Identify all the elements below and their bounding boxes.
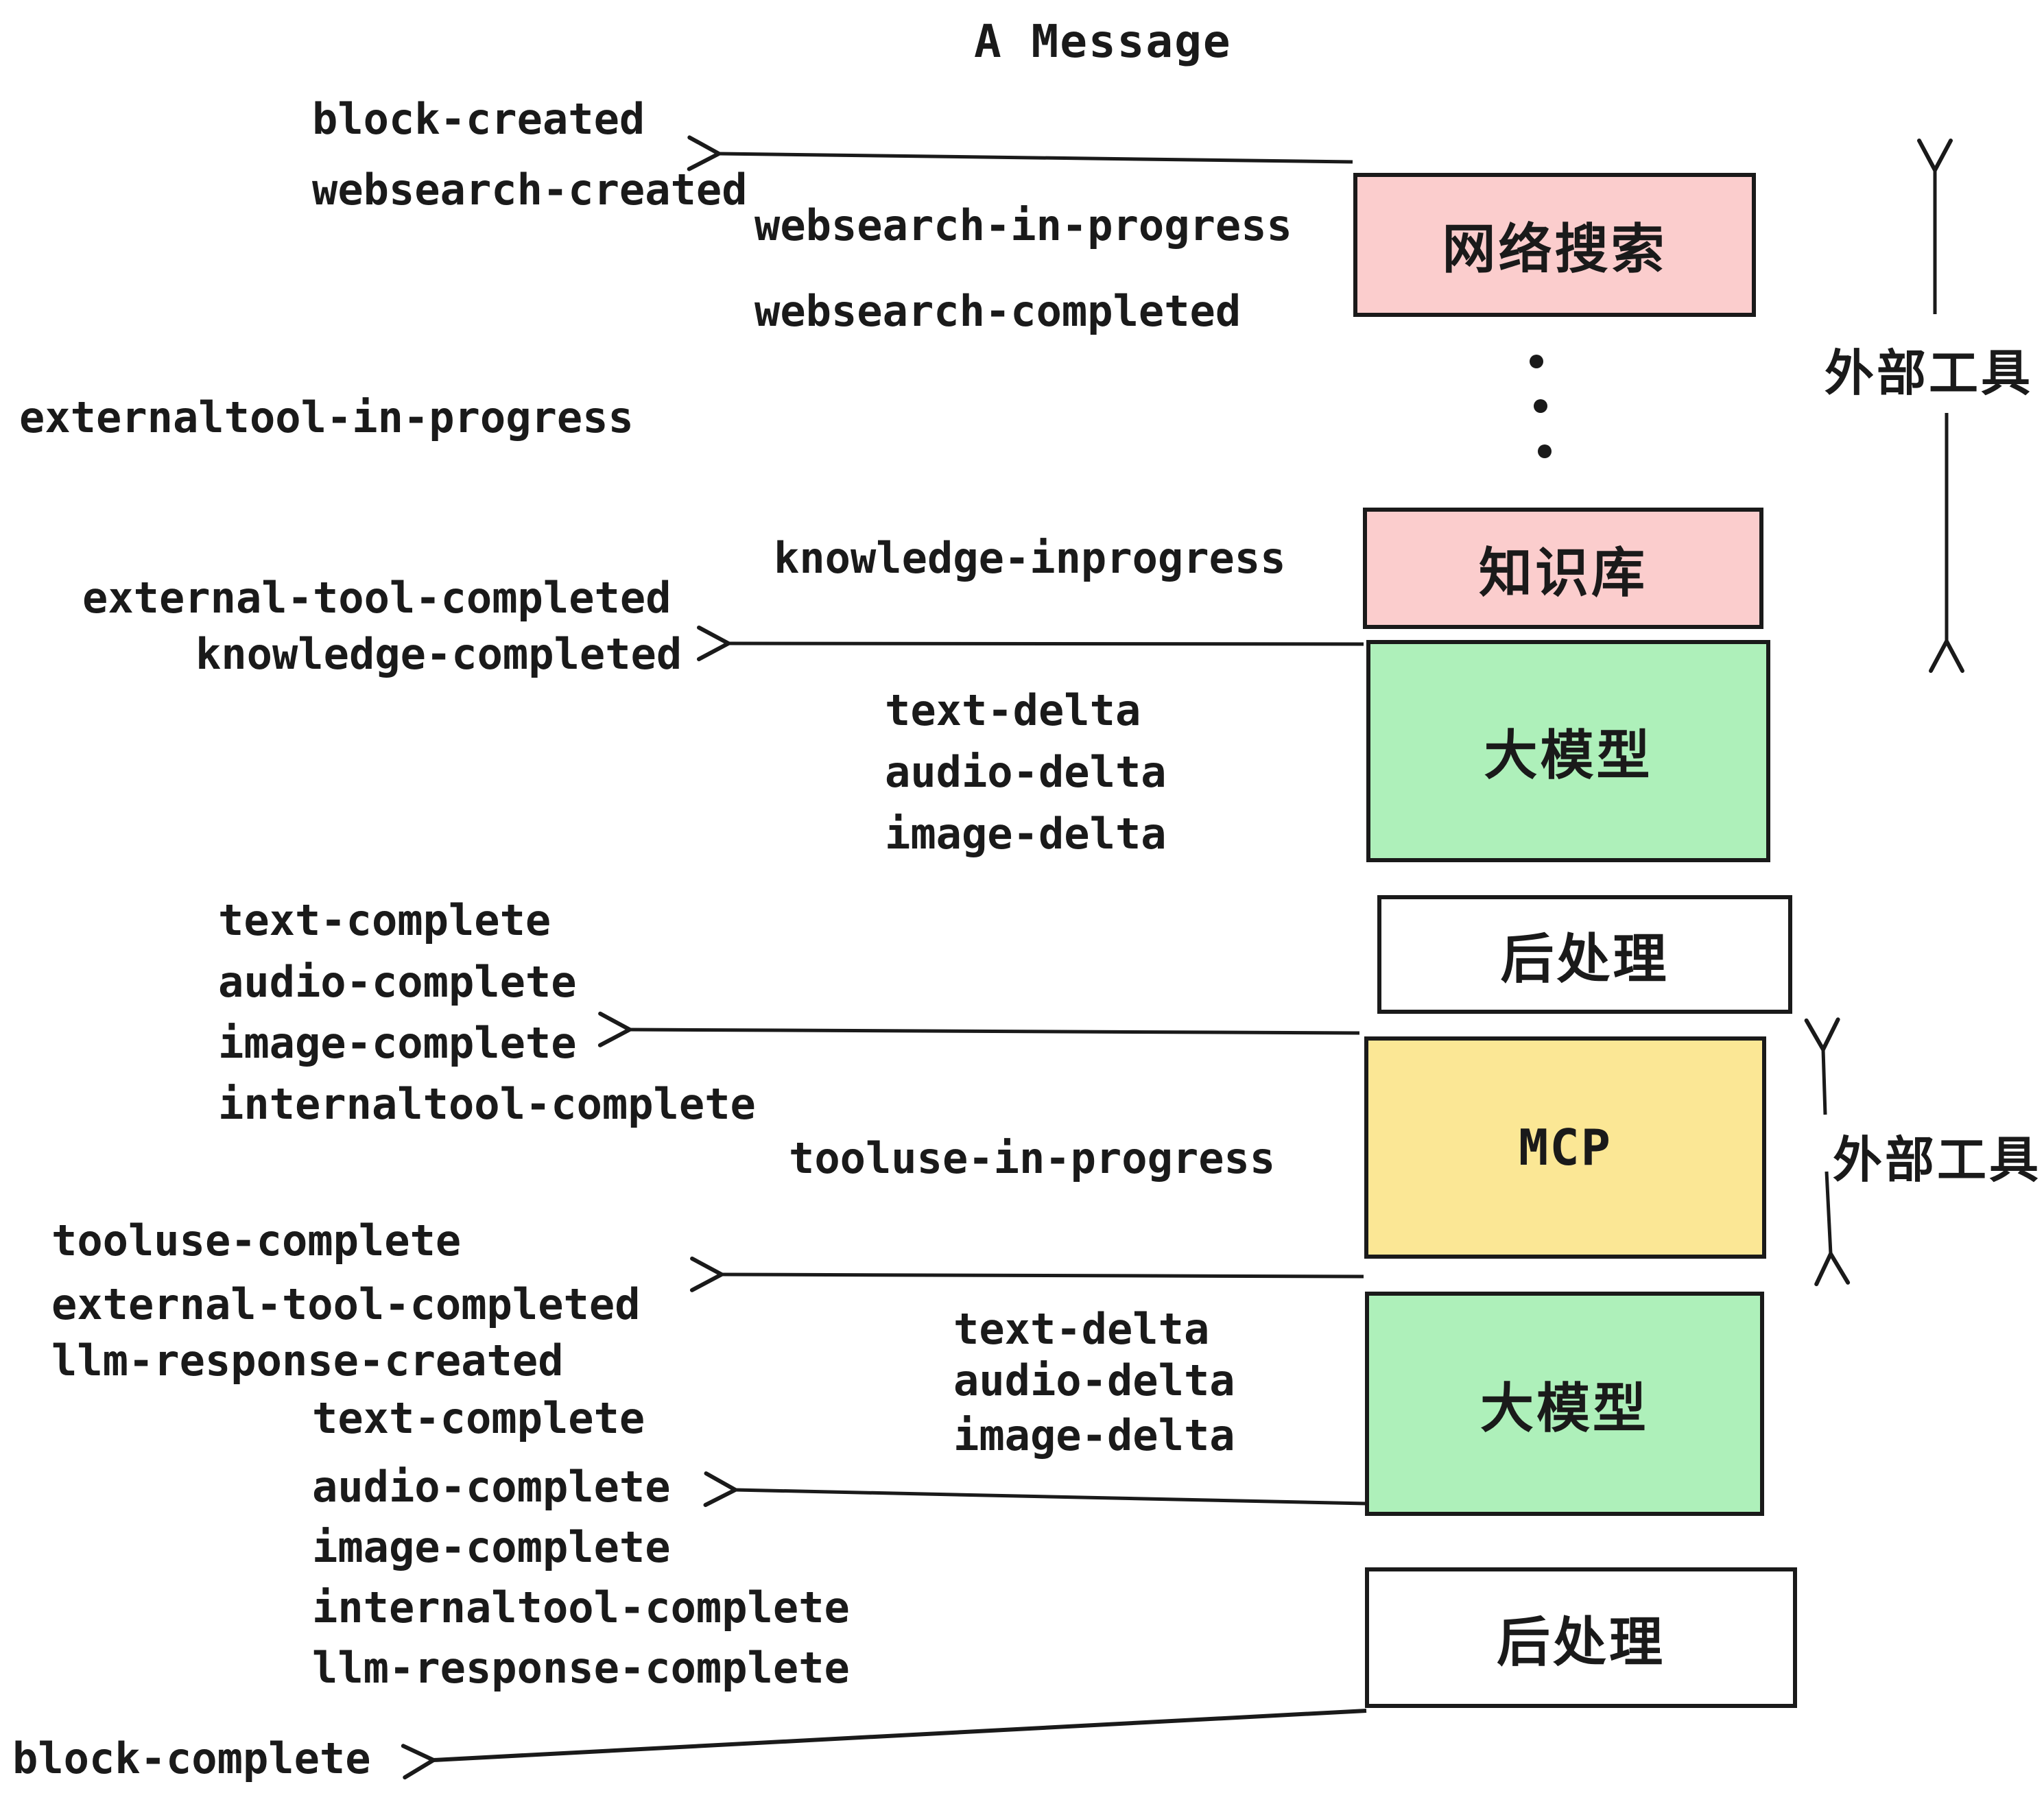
arrow-llm2-to-audio-complete — [703, 1471, 1367, 1508]
arrow-knowledge-to-completed — [696, 625, 1364, 661]
arrow-post2-to-block-complete — [401, 1709, 1367, 1780]
node-postprocess-2: 后处理 — [1365, 1567, 1797, 1708]
side-label-external-tools-1: 外部工具 — [1825, 344, 2034, 402]
event-websearch-in-progress: websearch-in-progress — [754, 200, 1292, 250]
event-text-complete: text-complete — [218, 895, 551, 945]
arrow-mcp-to-tooluse-complete — [689, 1256, 1364, 1292]
event-external-tool-completed-2: external-tool-completed — [51, 1279, 641, 1329]
event-audio-complete: audio-complete — [218, 957, 577, 1007]
event-tooluse-complete: tooluse-complete — [51, 1215, 462, 1266]
arrow-mcp-to-image-complete — [597, 1011, 1360, 1047]
node-knowledge-base-label: 知识库 — [1478, 542, 1648, 604]
node-postprocess-2-label: 后处理 — [1496, 1611, 1665, 1674]
arrow-external-tools-2-up — [1804, 1017, 1840, 1115]
event-knowledge-inprogress: knowledge-inprogress — [774, 533, 1286, 583]
event-llm-response-created: llm-response-created — [51, 1336, 564, 1386]
event-text-delta: text-delta — [885, 685, 1141, 735]
event-block-complete: block-complete — [12, 1733, 371, 1783]
side-label-external-tools-2: 外部工具 — [1833, 1131, 2042, 1189]
event-audio-delta: audio-delta — [885, 747, 1167, 797]
node-postprocess-1-label: 后处理 — [1500, 928, 1669, 990]
node-websearch-label: 网络搜索 — [1442, 219, 1667, 281]
node-llm-2: 大模型 — [1365, 1292, 1764, 1516]
node-llm-1: 大模型 — [1366, 640, 1770, 862]
event-internaltool-complete: internaltool-complete — [218, 1079, 756, 1129]
vertical-ellipsis — [1530, 355, 1552, 458]
event-websearch-completed: websearch-completed — [754, 286, 1241, 336]
event-image-complete: image-complete — [218, 1018, 577, 1068]
node-knowledge-base: 知识库 — [1363, 508, 1763, 629]
event-knowledge-completed: knowledge-completed — [195, 629, 682, 679]
arrow-websearch-to-created — [687, 135, 1353, 171]
event-text-complete-2: text-complete — [312, 1393, 645, 1443]
event-externaltool-in-progress: externaltool-in-progress — [19, 392, 634, 442]
event-image-delta: image-delta — [885, 809, 1167, 859]
node-mcp-label: MCP — [1518, 1119, 1613, 1176]
event-websearch-created: websearch-created — [312, 165, 748, 215]
event-image-complete-2: image-complete — [312, 1522, 671, 1572]
event-audio-complete-2: audio-complete — [312, 1462, 671, 1512]
event-external-tool-completed: external-tool-completed — [82, 573, 672, 623]
event-image-delta-2: image-delta — [953, 1410, 1235, 1460]
event-text-delta-2: text-delta — [953, 1304, 1210, 1354]
node-llm-2-label: 大模型 — [1479, 1377, 1649, 1440]
event-tooluse-in-progress: tooluse-in-progress — [789, 1133, 1276, 1183]
node-llm-1-label: 大模型 — [1484, 725, 1653, 787]
arrow-external-tools-2-down — [1814, 1171, 1851, 1287]
node-postprocess-1: 后处理 — [1377, 895, 1792, 1014]
diagram-title: A Message — [974, 15, 1232, 68]
node-websearch: 网络搜索 — [1353, 173, 1756, 317]
event-internaltool-complete-2: internaltool-complete — [312, 1582, 850, 1633]
event-block-created: block-created — [312, 94, 645, 144]
event-audio-delta-2: audio-delta — [953, 1355, 1235, 1405]
event-llm-response-complete: llm-response-complete — [312, 1643, 850, 1693]
node-mcp: MCP — [1364, 1036, 1766, 1259]
